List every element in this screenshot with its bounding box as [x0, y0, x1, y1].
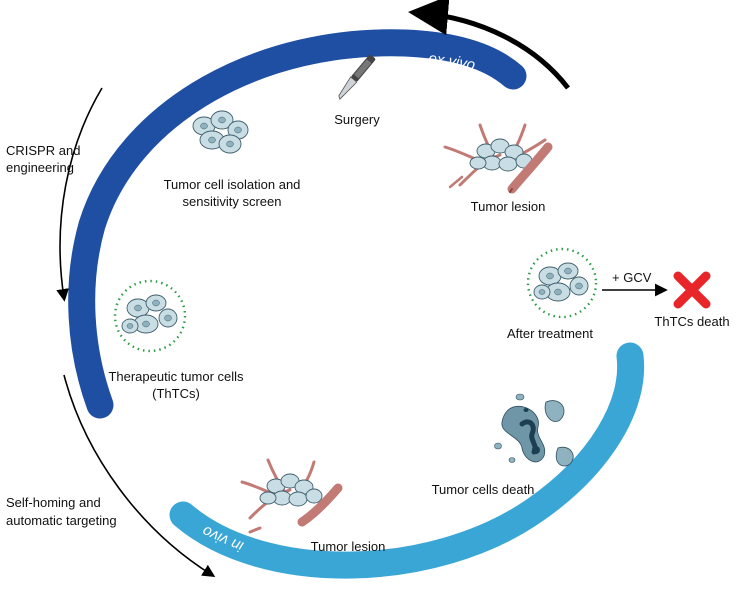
crispr-label: engineering [6, 160, 74, 175]
scalpel-icon [338, 54, 376, 100]
top-arrow [408, 0, 570, 90]
death-cross-icon [673, 271, 711, 309]
after-treatment-label: After treatment [507, 326, 593, 341]
tumor-cells-death-label: Tumor cells death [432, 482, 535, 497]
halo-cell-cluster-icon [113, 279, 187, 353]
homing-label: Self-homing and [6, 495, 101, 510]
bottom-left-arrow [63, 374, 216, 578]
ex-vivo-label: ex vivo [428, 50, 477, 74]
dying-cells-icon [494, 393, 574, 467]
isolation-label: Tumor cell isolation and [164, 177, 301, 192]
thtcs-label: (ThTCs) [152, 386, 200, 401]
cell-cluster-icon [192, 110, 249, 154]
thtcs-label: Therapeutic tumor cells [108, 369, 244, 384]
thtcs-death-label: ThTCs death [654, 314, 729, 329]
halo-cell-cluster-icon [526, 247, 598, 319]
tumor-lesion-icon [443, 123, 553, 194]
left-arrow [56, 87, 103, 302]
tumor-lesion-bottom-label: Tumor lesion [311, 539, 386, 554]
isolation-label: sensitivity screen [183, 194, 282, 209]
in-vivo-arc [169, 342, 645, 579]
crispr-label: CRISPR and [6, 143, 80, 158]
ex-vivo-arc [68, 29, 527, 419]
homing-label: automatic targeting [6, 513, 117, 528]
tumor-lesion-icon [240, 458, 343, 534]
gcv-label: + GCV [612, 270, 652, 285]
surgery-label: Surgery [334, 112, 380, 127]
tumor-lesion-top-label: Tumor lesion [471, 199, 546, 214]
